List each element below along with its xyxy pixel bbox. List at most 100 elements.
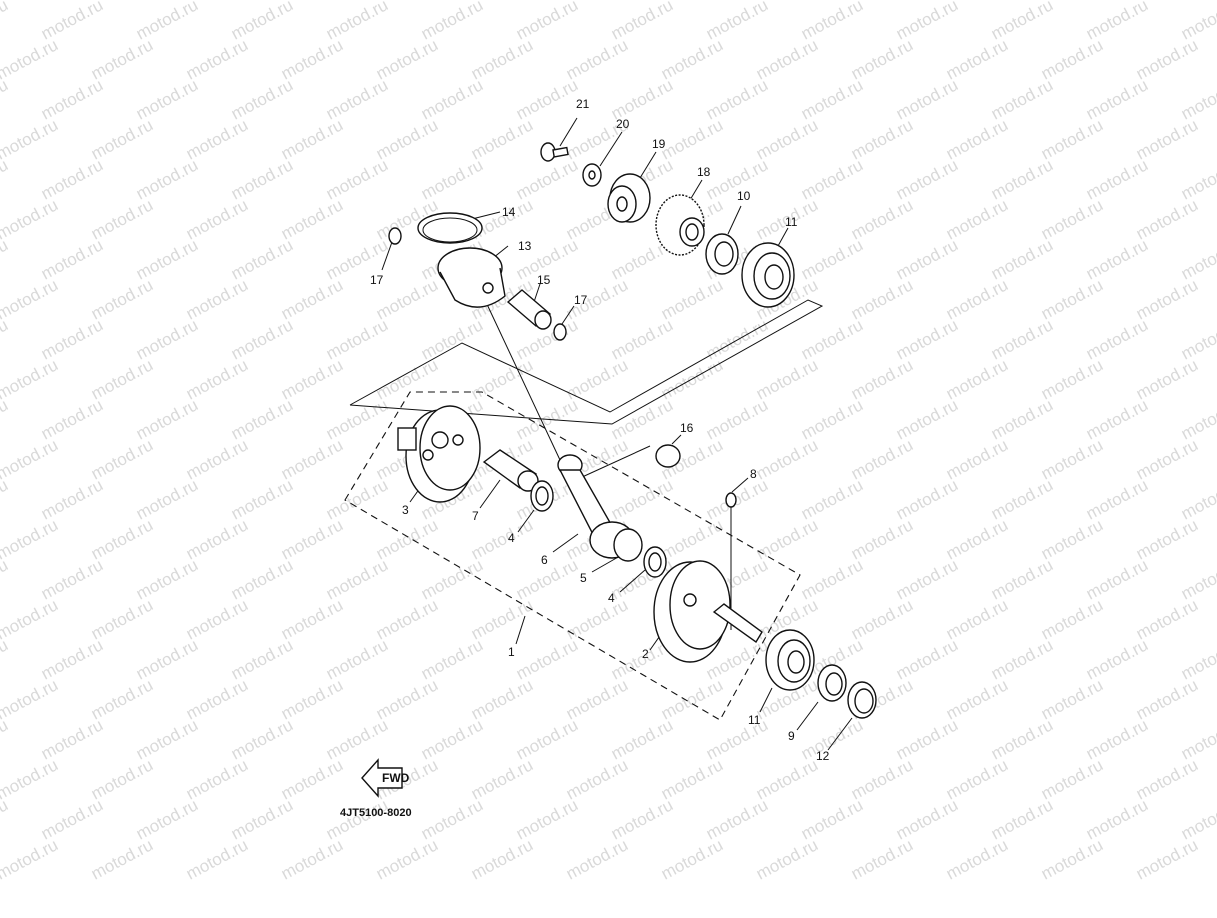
- part-piston-ring-14: [417, 212, 483, 244]
- watermark-text: motod.ru: [0, 35, 61, 83]
- watermark-text: motod.ru: [373, 675, 441, 723]
- watermark-text: motod.ru: [1038, 195, 1106, 243]
- watermark-text: motod.ru: [1133, 755, 1201, 803]
- watermark-text: motod.ru: [1178, 155, 1217, 203]
- watermark-text: motod.ru: [88, 675, 156, 723]
- callout-label: 7: [472, 509, 479, 523]
- part-gear-19: [607, 173, 651, 223]
- watermark-text: motod.ru: [88, 435, 156, 483]
- watermark-text: motod.ru: [848, 755, 916, 803]
- watermark-text: motod.ru: [183, 275, 251, 323]
- part-bearing-11-lower: [765, 629, 815, 691]
- watermark-text: motod.ru: [1178, 475, 1217, 523]
- watermark-text: motod.ru: [658, 115, 726, 163]
- watermark-text: motod.ru: [1133, 275, 1201, 323]
- watermark-text: motod.ru: [1133, 675, 1201, 723]
- callout-label: 11: [785, 215, 798, 229]
- watermark-text: motod.ru: [848, 515, 916, 563]
- watermark-text: motod.ru: [278, 595, 346, 643]
- callout-label: 10: [737, 189, 751, 203]
- watermark-text: motod.ru: [183, 35, 251, 83]
- watermark-text: motod.ru: [373, 115, 441, 163]
- watermark-text: motod.ru: [943, 195, 1011, 243]
- watermark-text: motod.ru: [848, 355, 916, 403]
- watermark-text: motod.ru: [468, 675, 536, 723]
- watermark-text: motod.ru: [1038, 35, 1106, 83]
- watermark-text: motod.ru: [373, 835, 441, 883]
- watermark-text: motod.ru: [753, 355, 821, 403]
- watermark-text: motod.ru: [183, 515, 251, 563]
- watermark-text: motod.ru: [943, 835, 1011, 883]
- watermark-text: motod.ru: [1038, 755, 1106, 803]
- watermark-text: motod.ru: [563, 755, 631, 803]
- watermark-text: motod.ru: [1133, 435, 1201, 483]
- watermark-text: motod.ru: [753, 755, 821, 803]
- callout-label: 9: [788, 729, 795, 743]
- watermark-text: motod.ru: [943, 435, 1011, 483]
- part-clip-17-left: [388, 227, 402, 245]
- watermark-text: motod.ru: [1133, 35, 1201, 83]
- watermark-text: motod.ru: [1178, 555, 1217, 603]
- watermark-text: motod.ru: [1038, 115, 1106, 163]
- watermark-text: motod.ru: [753, 515, 821, 563]
- watermark-text: motod.ru: [563, 835, 631, 883]
- watermark-text: motod.ru: [0, 235, 11, 283]
- watermark-text: motod.ru: [848, 195, 916, 243]
- watermark-text: motod.ru: [0, 0, 61, 4]
- watermark-text: motod.ru: [943, 115, 1011, 163]
- watermark-text: motod.ru: [0, 795, 11, 843]
- watermark-text: motod.ru: [943, 355, 1011, 403]
- watermark-text: motod.ru: [0, 595, 61, 643]
- watermark-text: motod.ru: [1133, 355, 1201, 403]
- watermark-text: motod.ru: [0, 315, 11, 363]
- watermark-text: motod.ru: [943, 275, 1011, 323]
- part-oil-seal-9: [817, 664, 847, 702]
- watermark-text: motod.ru: [0, 115, 61, 163]
- watermark-text: motod.ru: [468, 35, 536, 83]
- watermark-text: motod.ru: [468, 595, 536, 643]
- watermark-text: motod.ru: [848, 115, 916, 163]
- watermark-text: motod.ru: [468, 355, 536, 403]
- watermark-text: motod.ru: [88, 595, 156, 643]
- watermark-text: motod.ru: [278, 435, 346, 483]
- watermark-text: motod.ru: [0, 355, 61, 403]
- watermark-text: motod.ru: [1038, 675, 1106, 723]
- watermark-text: motod.ru: [848, 435, 916, 483]
- watermark-text: motod.ru: [1133, 195, 1201, 243]
- watermark-text: motod.ru: [658, 35, 726, 83]
- watermark-text: motod.ru: [1178, 635, 1217, 683]
- watermark-text: motod.ru: [0, 0, 11, 44]
- fwd-arrow-icon: FWD: [361, 758, 410, 798]
- watermark-text: motod.ru: [183, 595, 251, 643]
- watermark-text: motod.ru: [658, 835, 726, 883]
- watermark-text: motod.ru: [1178, 315, 1217, 363]
- part-gear-18: [655, 194, 705, 256]
- watermark-text: motod.ru: [278, 115, 346, 163]
- watermark-text: motod.ru: [278, 515, 346, 563]
- watermark-text: motod.ru: [1133, 835, 1201, 883]
- upper-assembly-frame: [349, 299, 824, 425]
- watermark-text: motod.ru: [278, 195, 346, 243]
- callout-label: 11: [748, 713, 761, 727]
- watermark-text: motod.ru: [1133, 515, 1201, 563]
- watermark-text: motod.ru: [183, 115, 251, 163]
- watermark-text: motod.ru: [183, 675, 251, 723]
- part-oil-seal-10: [705, 233, 739, 275]
- watermark-text: motod.ru: [278, 355, 346, 403]
- watermark-text: motod.ru: [1038, 355, 1106, 403]
- watermark-text: motod.ru: [563, 35, 631, 83]
- watermark-text: motod.ru: [468, 115, 536, 163]
- part-crank-half-3: [397, 405, 481, 503]
- watermark-text: motod.ru: [88, 275, 156, 323]
- watermark-text: motod.ru: [848, 595, 916, 643]
- callout-label: 5: [580, 571, 587, 585]
- watermark-text: motod.ru: [943, 35, 1011, 83]
- callout-label: 20: [616, 117, 630, 131]
- watermark-text: motod.ru: [1178, 395, 1217, 443]
- part-washer-4-left: [530, 480, 554, 512]
- callout-label: 16: [680, 421, 694, 435]
- watermark-text: motod.ru: [0, 675, 61, 723]
- watermark-text: motod.ru: [1038, 595, 1106, 643]
- watermark-text: motod.ru: [88, 755, 156, 803]
- callout-label: 17: [370, 273, 384, 287]
